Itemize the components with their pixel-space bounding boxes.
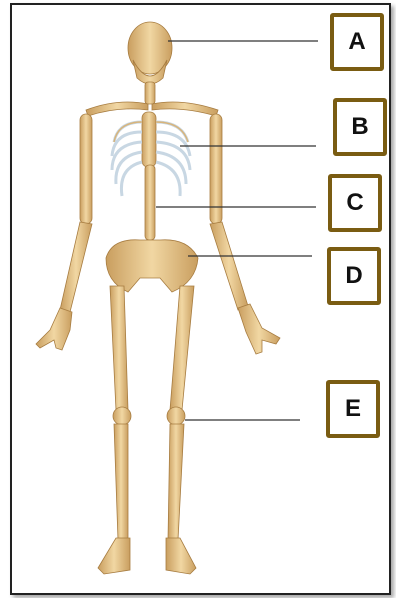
left-patella xyxy=(113,407,131,425)
left-humerus xyxy=(80,114,92,224)
spine xyxy=(145,165,155,240)
pelvis xyxy=(106,240,198,292)
left-femur xyxy=(110,286,128,410)
left-forearm xyxy=(60,222,92,312)
left-tibia xyxy=(114,424,128,540)
right-foot xyxy=(166,538,196,574)
label-box-d[interactable]: D xyxy=(327,247,381,305)
sternum xyxy=(142,112,156,167)
cervical-spine xyxy=(145,82,155,104)
left-hand xyxy=(36,308,72,350)
right-patella xyxy=(167,407,185,425)
right-hand xyxy=(238,304,280,354)
label-box-b[interactable]: B xyxy=(333,98,387,156)
label-box-a[interactable]: A xyxy=(330,13,384,71)
left-foot xyxy=(98,538,130,574)
left-clavicle xyxy=(86,102,148,116)
right-tibia xyxy=(168,424,184,540)
right-clavicle xyxy=(152,102,218,116)
right-femur xyxy=(170,286,194,410)
label-box-e[interactable]: E xyxy=(326,380,380,438)
label-box-c[interactable]: C xyxy=(328,174,382,232)
right-forearm xyxy=(210,222,248,310)
